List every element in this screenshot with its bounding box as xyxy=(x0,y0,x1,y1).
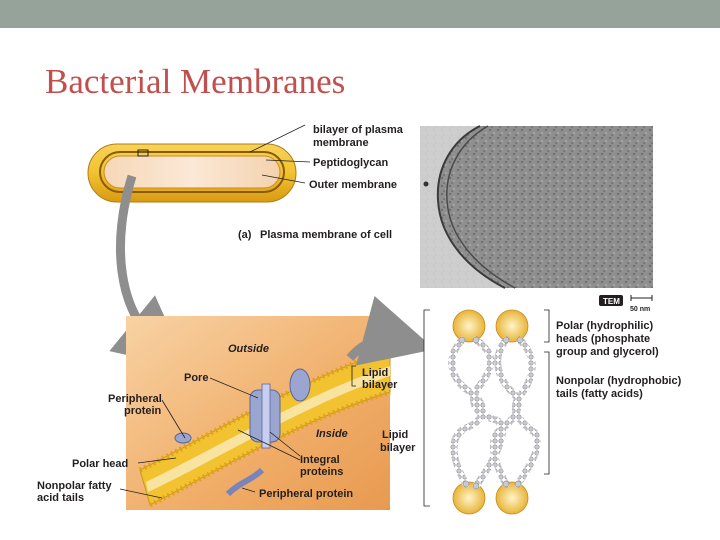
peripheral-protein-top xyxy=(289,368,311,402)
label-lipid-bilayer-line2: bilayer xyxy=(362,379,398,391)
bacterial-cell-diagram xyxy=(87,143,297,203)
zoom-arrow-right xyxy=(346,295,435,366)
label-nonpolar-tails-line1: Nonpolar (hydrophobic) xyxy=(556,375,682,387)
molecular-model xyxy=(424,306,544,515)
callout-leader-lines xyxy=(249,124,311,184)
header-bar xyxy=(0,0,720,28)
label-pore: Pore xyxy=(184,372,208,384)
caption-plasma-membrane: Plasma membrane of cell xyxy=(260,229,392,241)
tem-badge xyxy=(599,295,623,306)
label-peripheral-bottom: Peripheral protein xyxy=(259,488,353,500)
label-nonpolar-line2: acid tails xyxy=(37,492,84,504)
tem-micrograph xyxy=(420,125,653,289)
label-nonpolar-tails-line2: tails (fatty acids) xyxy=(556,388,643,400)
label-peripheral-line1: Peripheral xyxy=(108,393,162,405)
caption-letter-a: (a) xyxy=(238,229,252,241)
label-bilayer-line2: membrane xyxy=(313,137,369,149)
label-polar-head: Polar head xyxy=(72,458,128,470)
label-polar-line3: group and glycerol) xyxy=(556,346,659,358)
label-molecular-lipid-line1: Lipid xyxy=(382,429,408,441)
label-inside: Inside xyxy=(316,428,348,440)
label-polar-line2: heads (phosphate xyxy=(556,333,650,345)
molecular-brackets xyxy=(423,309,550,507)
label-nonpolar-line1: Nonpolar fatty xyxy=(37,480,112,492)
label-peripheral-line2: protein xyxy=(124,405,162,417)
label-outer-membrane: Outer membrane xyxy=(309,179,397,191)
tem-badge-text: TEM xyxy=(603,297,620,306)
label-molecular-lipid-line2: bilayer xyxy=(380,442,416,454)
model-leader-lines xyxy=(119,377,301,499)
label-integral-line1: Integral xyxy=(300,454,340,466)
slide-title: Bacterial Membranes xyxy=(45,62,346,101)
label-polar-line1: Polar (hydrophilic) xyxy=(556,320,654,332)
bracket-lipid-bilayer-model xyxy=(351,365,356,387)
integral-protein xyxy=(249,383,281,449)
label-lipid-bilayer-line1: Lipid xyxy=(362,367,388,379)
scale-bar-label: 50 nm xyxy=(630,306,650,313)
scale-bar xyxy=(630,295,653,301)
label-outside: Outside xyxy=(228,343,269,355)
peripheral-protein-left xyxy=(174,432,192,444)
label-bilayer-line1: bilayer of plasma xyxy=(313,124,404,136)
label-integral-line2: proteins xyxy=(300,466,343,478)
label-peptidoglycan: Peptidoglycan xyxy=(313,157,388,169)
peripheral-protein-bottom xyxy=(225,467,265,497)
